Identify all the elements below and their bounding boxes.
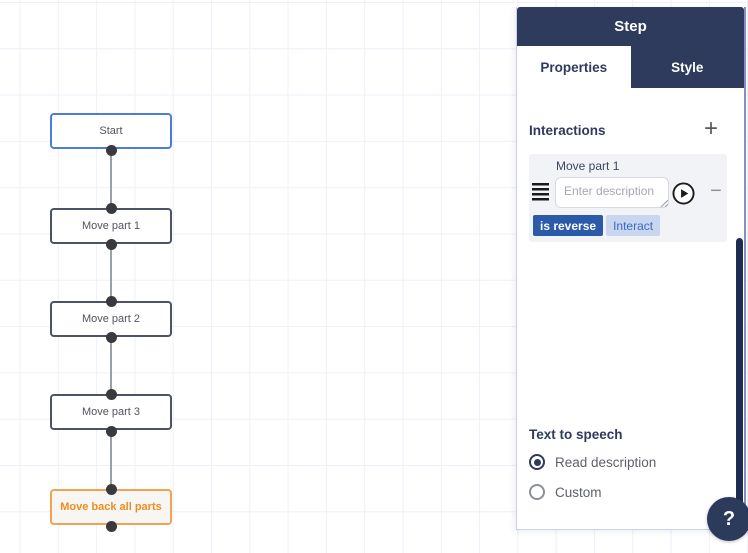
panel-header: Step xyxy=(517,7,744,46)
text-to-speech-heading: Text to speech xyxy=(529,427,623,442)
question-mark-icon: ? xyxy=(722,507,736,530)
minus-icon: − xyxy=(710,180,722,202)
connector-dot[interactable] xyxy=(105,202,117,214)
connector-edge xyxy=(110,150,112,208)
panel-title: Step xyxy=(614,18,647,35)
connector-edge xyxy=(110,431,112,489)
step-properties-panel: Step Properties Style Interactions + Mov… xyxy=(516,7,746,530)
node-label: Move part 1 xyxy=(81,220,141,232)
resize-grip-icon[interactable] xyxy=(659,198,668,207)
interaction-badges: is reverse Interact xyxy=(533,215,661,236)
flow-node-move-back-all-parts[interactable]: Move back all parts xyxy=(50,489,172,525)
description-input[interactable] xyxy=(555,177,669,208)
badge-label: Interact xyxy=(613,218,654,233)
connector-edge xyxy=(110,337,112,394)
radio-unselected-icon xyxy=(529,484,545,500)
play-icon[interactable] xyxy=(672,182,695,205)
tab-properties[interactable]: Properties xyxy=(517,46,631,88)
panel-tabs: Properties Style xyxy=(517,46,744,88)
connector-dot[interactable] xyxy=(105,425,117,437)
connector-dot[interactable] xyxy=(105,388,117,400)
help-button[interactable]: ? xyxy=(707,497,748,541)
node-label: Move part 3 xyxy=(81,406,141,418)
radio-read-description[interactable]: Read description xyxy=(529,453,656,471)
interaction-item-card: Move part 1 − is reverse Interact xyxy=(529,154,727,242)
node-label: Move back all parts xyxy=(60,501,162,513)
panel-scrollbar-thumb[interactable] xyxy=(736,238,743,530)
interaction-name: Move part 1 xyxy=(556,159,620,173)
node-label: Move part 2 xyxy=(81,313,141,325)
radio-label: Read description xyxy=(555,454,657,470)
remove-interaction-button[interactable]: − xyxy=(707,180,725,202)
radio-selected-icon xyxy=(529,454,545,470)
connector-dot[interactable] xyxy=(105,295,117,307)
interactions-heading: Interactions xyxy=(529,123,606,138)
flow-node-start[interactable]: Start xyxy=(50,113,172,149)
flow-node-move-part-3[interactable]: Move part 3 xyxy=(50,394,172,430)
tab-label: Style xyxy=(671,59,704,75)
tab-label: Properties xyxy=(540,59,608,75)
drag-handle-icon[interactable] xyxy=(532,183,549,202)
radio-label: Custom xyxy=(555,484,602,500)
node-label: Start xyxy=(99,125,123,137)
connector-dot[interactable] xyxy=(105,238,117,250)
connector-dot[interactable] xyxy=(105,331,117,343)
connector-dot[interactable] xyxy=(105,520,117,532)
badge-interact[interactable]: Interact xyxy=(606,215,661,236)
badge-label: is reverse xyxy=(540,218,597,233)
tab-style[interactable]: Style xyxy=(630,46,744,88)
connector-dot[interactable] xyxy=(105,144,117,156)
add-interaction-button[interactable]: + xyxy=(697,115,725,143)
badge-is-reverse[interactable]: is reverse xyxy=(533,215,604,236)
connector-edge xyxy=(110,244,112,301)
plus-icon: + xyxy=(703,115,718,142)
connector-dot[interactable] xyxy=(105,483,117,495)
radio-custom[interactable]: Custom xyxy=(529,483,602,501)
